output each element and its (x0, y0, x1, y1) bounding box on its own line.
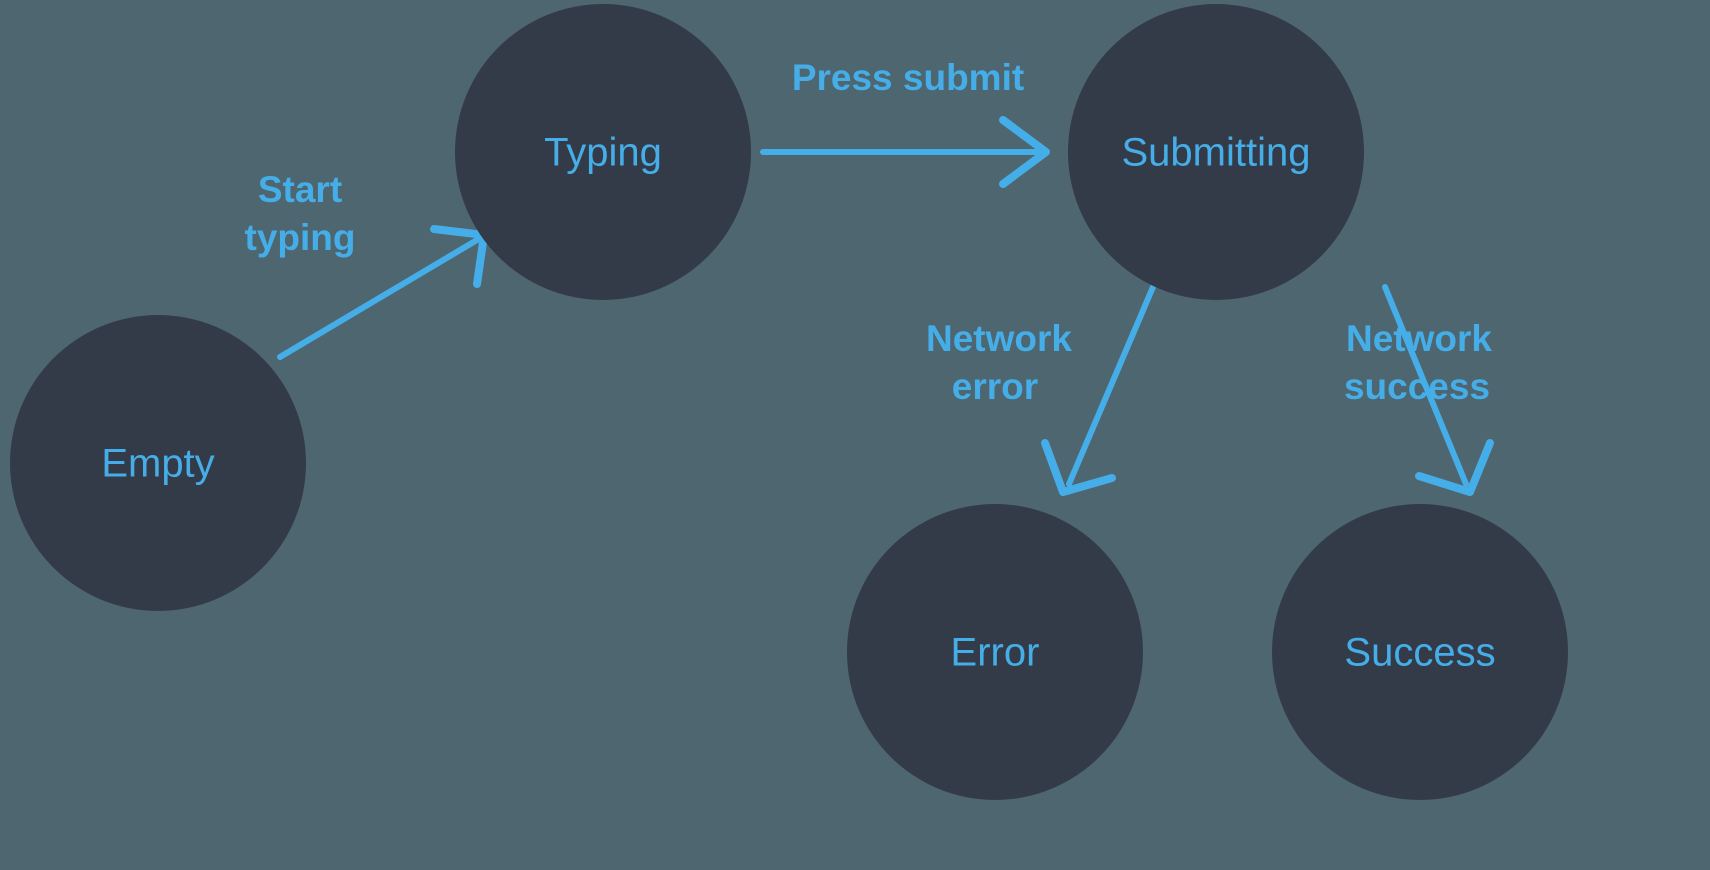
edge-line-submitting-to-error (1066, 284, 1156, 487)
arrowhead-empty-to-typing (430, 225, 488, 288)
node-empty-circle[interactable] (10, 315, 306, 611)
edge-label-network-success-line2: success (1344, 366, 1490, 407)
edge-label-empty-to-typing: Start typing (245, 169, 356, 258)
edge-label-network-error-line1: Network (926, 318, 1072, 359)
edge-label-start-typing-line1: Start (258, 169, 342, 210)
edge-line-submitting-to-success (1382, 284, 1469, 487)
edge-label-network-success-line1: Network (1346, 318, 1492, 359)
node-submitting-label: Submitting (1122, 131, 1311, 175)
node-error-label: Error (951, 631, 1040, 675)
edge-submitting-to-success (1382, 284, 1494, 496)
edge-submitting-to-error (1041, 284, 1156, 496)
node-submitting-circle[interactable] (1068, 4, 1364, 300)
arrowhead-submitting-to-success (1415, 439, 1494, 496)
node-typing-label: Typing (544, 131, 662, 175)
edge-label-start-typing-line2: typing (245, 217, 356, 258)
node-success-circle[interactable] (1272, 504, 1568, 800)
node-error[interactable]: Error (847, 504, 1143, 800)
node-empty[interactable]: Empty (10, 315, 306, 611)
arrowhead-typing-to-submitting (999, 116, 1050, 188)
edge-label-network-error-line2: error (952, 366, 1038, 407)
edge-label-press-submit: Press submit (792, 57, 1024, 98)
node-error-circle[interactable] (847, 504, 1143, 800)
edge-typing-to-submitting (760, 116, 1050, 188)
node-typing[interactable]: Typing (455, 4, 751, 300)
node-submitting[interactable]: Submitting (1068, 4, 1364, 300)
edge-line-empty-to-typing (277, 237, 480, 360)
arrowhead-submitting-to-error (1041, 439, 1116, 496)
node-success[interactable]: Success (1272, 504, 1568, 800)
edge-label-submitting-to-error: Network error (926, 318, 1072, 407)
node-empty-label: Empty (101, 442, 214, 486)
edge-label-submitting-to-success: Network success (1344, 318, 1492, 407)
node-success-label: Success (1344, 631, 1495, 675)
node-typing-circle[interactable] (455, 4, 751, 300)
edge-label-typing-to-submitting: Press submit (792, 57, 1024, 98)
